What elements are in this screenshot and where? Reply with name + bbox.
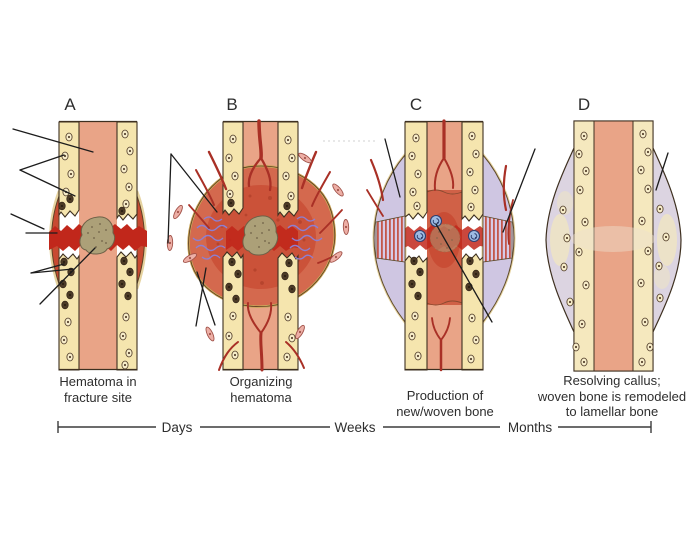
timeline-label-weeks: Weeks bbox=[334, 420, 376, 435]
panel-a-letter: A bbox=[64, 95, 76, 114]
blood-vessels-c bbox=[366, 119, 514, 372]
timeline-axis bbox=[57, 421, 652, 433]
timeline-label-months: Months bbox=[507, 420, 553, 435]
new-capillaries bbox=[192, 216, 323, 260]
panel-b-artwork bbox=[166, 119, 350, 372]
clot-speckles-c bbox=[436, 229, 453, 249]
pointer-lines-d bbox=[655, 152, 669, 191]
panel-d-artwork bbox=[545, 120, 682, 372]
panel-b-caption: Organizing hematoma bbox=[229, 374, 293, 405]
panel-c-caption: Production of new/woven bone bbox=[396, 388, 494, 419]
panel-a-caption: Hematoma in fracture site bbox=[59, 374, 137, 405]
clot-speckles-a bbox=[87, 223, 107, 248]
timeline-label-days: Days bbox=[161, 420, 193, 435]
pointer-lines-b bbox=[167, 153, 218, 327]
panel-b-letter: B bbox=[226, 95, 238, 114]
panel-c-artwork bbox=[366, 119, 516, 372]
clot-speckles-b bbox=[250, 222, 270, 248]
panel-d-caption: Resolving callus; woven bone is remodele… bbox=[537, 373, 687, 419]
pointer-lines-c bbox=[384, 138, 536, 323]
pointer-lines-a bbox=[10, 128, 96, 305]
panel-a-artwork bbox=[49, 120, 147, 371]
panel-c-letter: C bbox=[409, 95, 423, 114]
blood-vessels-b bbox=[188, 119, 343, 372]
panel-d-letter: D bbox=[577, 95, 591, 114]
